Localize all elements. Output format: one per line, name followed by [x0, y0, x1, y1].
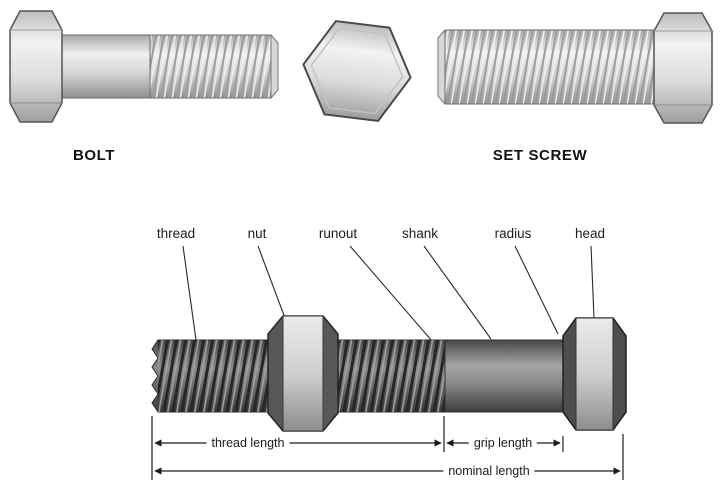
shank-shape — [444, 339, 564, 413]
set-screw-illustration — [437, 12, 713, 124]
hex-head-end-view — [302, 20, 412, 122]
bolt-caption: BOLT — [72, 147, 116, 164]
part-label-shank: shank — [401, 226, 439, 241]
bolt-illustration — [9, 10, 279, 123]
set-screw-caption: SET SCREW — [492, 147, 588, 164]
bolt-shank-shape — [61, 34, 153, 99]
leader-thread — [182, 245, 197, 341]
set-screw-thread-shape — [444, 29, 655, 105]
leader-head — [590, 245, 595, 319]
part-label-thread: thread — [156, 226, 196, 241]
set-screw-head-shape — [653, 12, 713, 124]
part-label-runout: runout — [318, 226, 358, 241]
leader-lines — [182, 245, 595, 342]
dim-label-grip-length: grip length — [468, 436, 538, 450]
part-label-head: head — [574, 226, 606, 241]
leader-nut — [257, 245, 286, 319]
nut-shape — [267, 315, 339, 432]
part-label-nut: nut — [247, 226, 267, 241]
dimension-lines — [151, 416, 624, 480]
bolt-head-shape — [9, 10, 63, 123]
part-label-radius: radius — [494, 226, 532, 241]
bolt-tip-chamfer — [270, 34, 279, 99]
leader-runout — [349, 245, 433, 342]
head-shape — [562, 317, 627, 431]
labeled-bolt-illustration — [151, 245, 627, 480]
dim-label-thread-length: thread length — [206, 436, 290, 450]
dim-label-nominal-length: nominal length — [443, 464, 535, 478]
set-screw-tip-chamfer — [437, 29, 446, 105]
leader-shank — [423, 245, 492, 340]
leader-radius — [514, 245, 559, 335]
bolt-thread-shape — [149, 34, 272, 99]
